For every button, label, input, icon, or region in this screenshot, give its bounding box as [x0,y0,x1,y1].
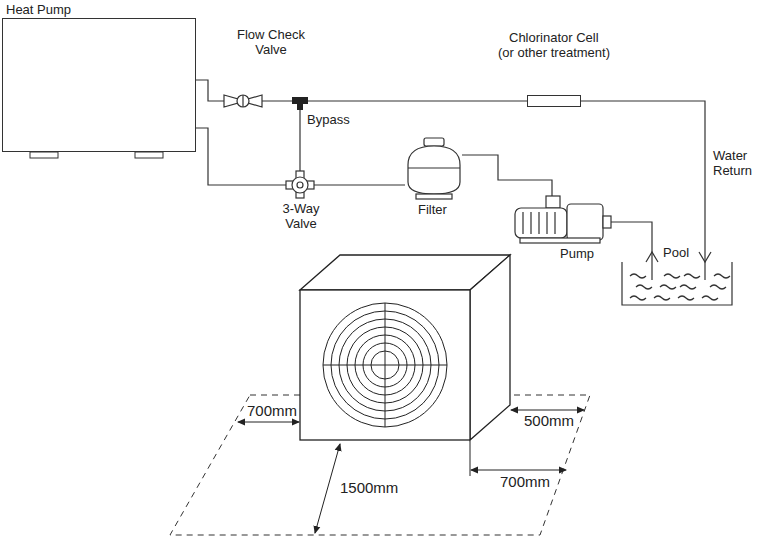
dimension-label: 500mm [524,413,574,428]
component-label: Filter [418,202,447,217]
component-label: Pool [663,245,689,260]
three-way-valve-symbol [286,171,314,198]
dimension-arrows [238,410,584,533]
tee-fitting [292,97,308,110]
outdoor-unit [300,255,510,440]
heat-pump-box: Heat Pump [2,18,196,152]
pipe-label: Bypass [307,112,350,127]
chlorinator-cell-box: Chlorinator Cell(or other treatment) [527,95,581,107]
filter-symbol [408,138,460,199]
component-label: Pump [560,246,594,261]
pipes [196,101,705,280]
node-text: Heat Pump [6,2,71,17]
pool-symbol [622,262,732,305]
node-text: Chlorinator Cell [509,30,599,45]
dimension-label: 700mm [247,403,297,418]
heat-pump-feet [30,152,163,158]
dimension-label: 700mm [500,474,550,489]
component-label: 3-Way Valve [276,201,326,231]
node-text: (or other treatment) [498,45,610,60]
check-valve-symbol [224,95,262,107]
pump-symbol [515,196,611,243]
dimension-label: 1500mm [340,480,398,495]
component-label: Flow Check Valve [232,27,310,57]
pipe-label: Water Return [713,148,763,178]
